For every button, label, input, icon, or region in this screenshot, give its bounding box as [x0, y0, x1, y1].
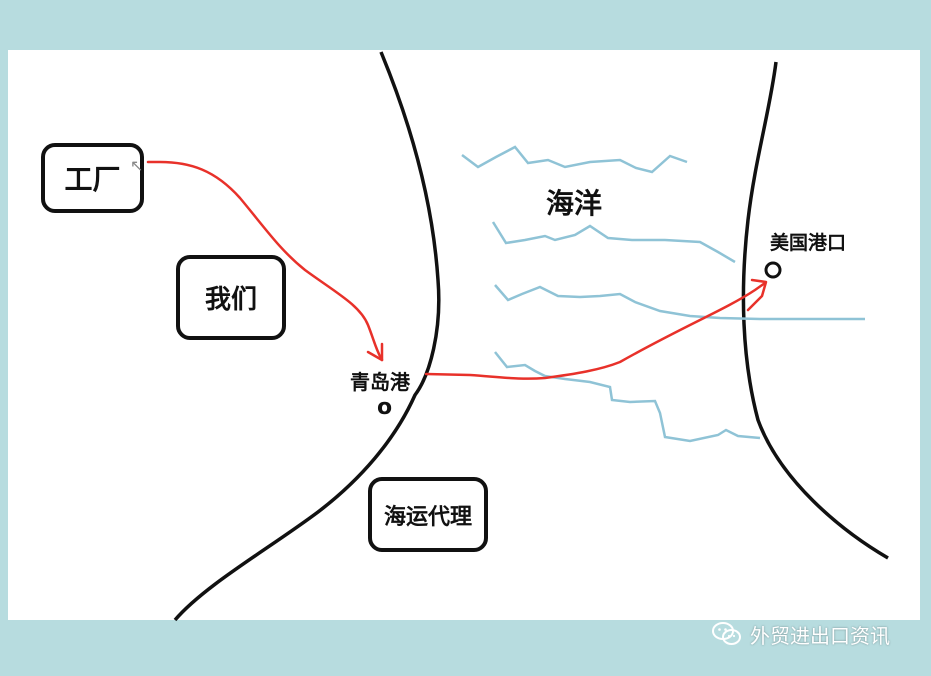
qingdao-port-label: 青岛港: [350, 370, 410, 394]
wave-line-3: [494, 284, 865, 321]
freight-agent-box: 海运代理: [368, 477, 488, 552]
right-coastline: [741, 61, 889, 560]
factory-label: 工厂: [64, 163, 121, 196]
us-port-label: 美国港口: [770, 232, 847, 254]
ocean-waves: [461, 145, 865, 443]
we-label: 我们: [204, 285, 257, 315]
route-factory-to-qingdao: [146, 160, 384, 362]
left-coastline: [173, 51, 441, 622]
ocean-label: 海洋: [546, 187, 603, 220]
factory-box: 工厂: [41, 143, 144, 213]
watermark-text: 外贸进出口资讯: [750, 623, 890, 648]
wechat-icon: [712, 622, 741, 645]
we-box: 我们: [176, 255, 286, 340]
watermark: 外贸进出口资讯: [712, 619, 890, 649]
freight-agent-label: 海运代理: [383, 504, 472, 530]
shipping-route: [146, 160, 768, 380]
cursor-icon: ↖: [130, 156, 144, 175]
route-qingdao-to-us: [424, 281, 767, 380]
route-arrowhead-qingdao: [366, 342, 384, 362]
qingdao-port-marker: o: [377, 395, 393, 420]
us-port-marker: [764, 261, 782, 279]
route-arrowhead-us: [746, 278, 768, 312]
wave-line-2: [491, 221, 736, 264]
wave-line-1: [461, 145, 688, 174]
wave-line-4: [494, 351, 761, 443]
